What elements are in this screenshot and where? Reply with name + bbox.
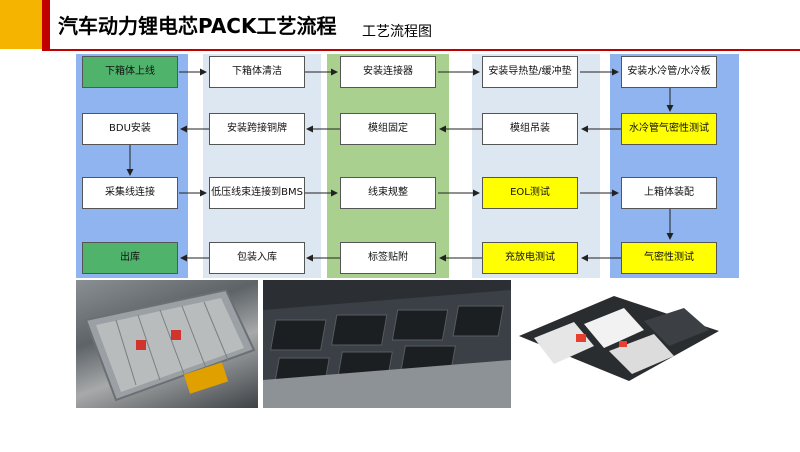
- step-module-hoisting: 模组吊装: [482, 113, 578, 145]
- step-upper-box-assembly: 上箱体装配: [621, 177, 717, 209]
- step-bdu-install: BDU安装: [82, 113, 178, 145]
- step-install-thermal-pad: 安装导热垫/缓冲垫: [482, 56, 578, 88]
- step-sampling-wire: 采集线连接: [82, 177, 178, 209]
- lane-3: [327, 54, 449, 278]
- step-labeling: 标签贴附: [340, 242, 436, 274]
- step-lower-box-cleaning: 下箱体清洁: [209, 56, 305, 88]
- step-install-cooling-plate: 安装水冷管/水冷板: [621, 56, 717, 88]
- step-install-connector: 安装连接器: [340, 56, 436, 88]
- step-charge-discharge-test: 充放电测试: [482, 242, 578, 274]
- lane-5: [610, 54, 739, 278]
- header-divider: [42, 49, 800, 51]
- page-title: 汽车动力锂电芯PACK工艺流程: [58, 14, 337, 38]
- step-lower-box-loading: 下箱体上线: [82, 56, 178, 88]
- step-air-tightness-test: 气密性测试: [621, 242, 717, 274]
- battery-pack-photo-2: [263, 280, 511, 408]
- step-packing-storage: 包装入库: [209, 242, 305, 274]
- battery-pack-photo-1: [76, 280, 258, 408]
- step-lv-harness-bms: 低压线束连接到BMS: [209, 177, 305, 209]
- header-accent-yellow: [0, 0, 42, 49]
- step-outbound: 出库: [82, 242, 178, 274]
- page-subtitle: 工艺流程图: [362, 24, 432, 40]
- battery-pack-photo-3: [514, 286, 724, 386]
- step-install-busbar: 安装跨接铜牌: [209, 113, 305, 145]
- step-module-fixing: 模组固定: [340, 113, 436, 145]
- step-eol-test: EOL测试: [482, 177, 578, 209]
- lane-2: [203, 54, 321, 278]
- lane-4: [472, 54, 600, 278]
- step-harness-routing: 线束规整: [340, 177, 436, 209]
- header-accent-red: [42, 0, 50, 49]
- lane-1: [76, 54, 188, 278]
- step-cooling-leak-test: 水冷管气密性测试: [621, 113, 717, 145]
